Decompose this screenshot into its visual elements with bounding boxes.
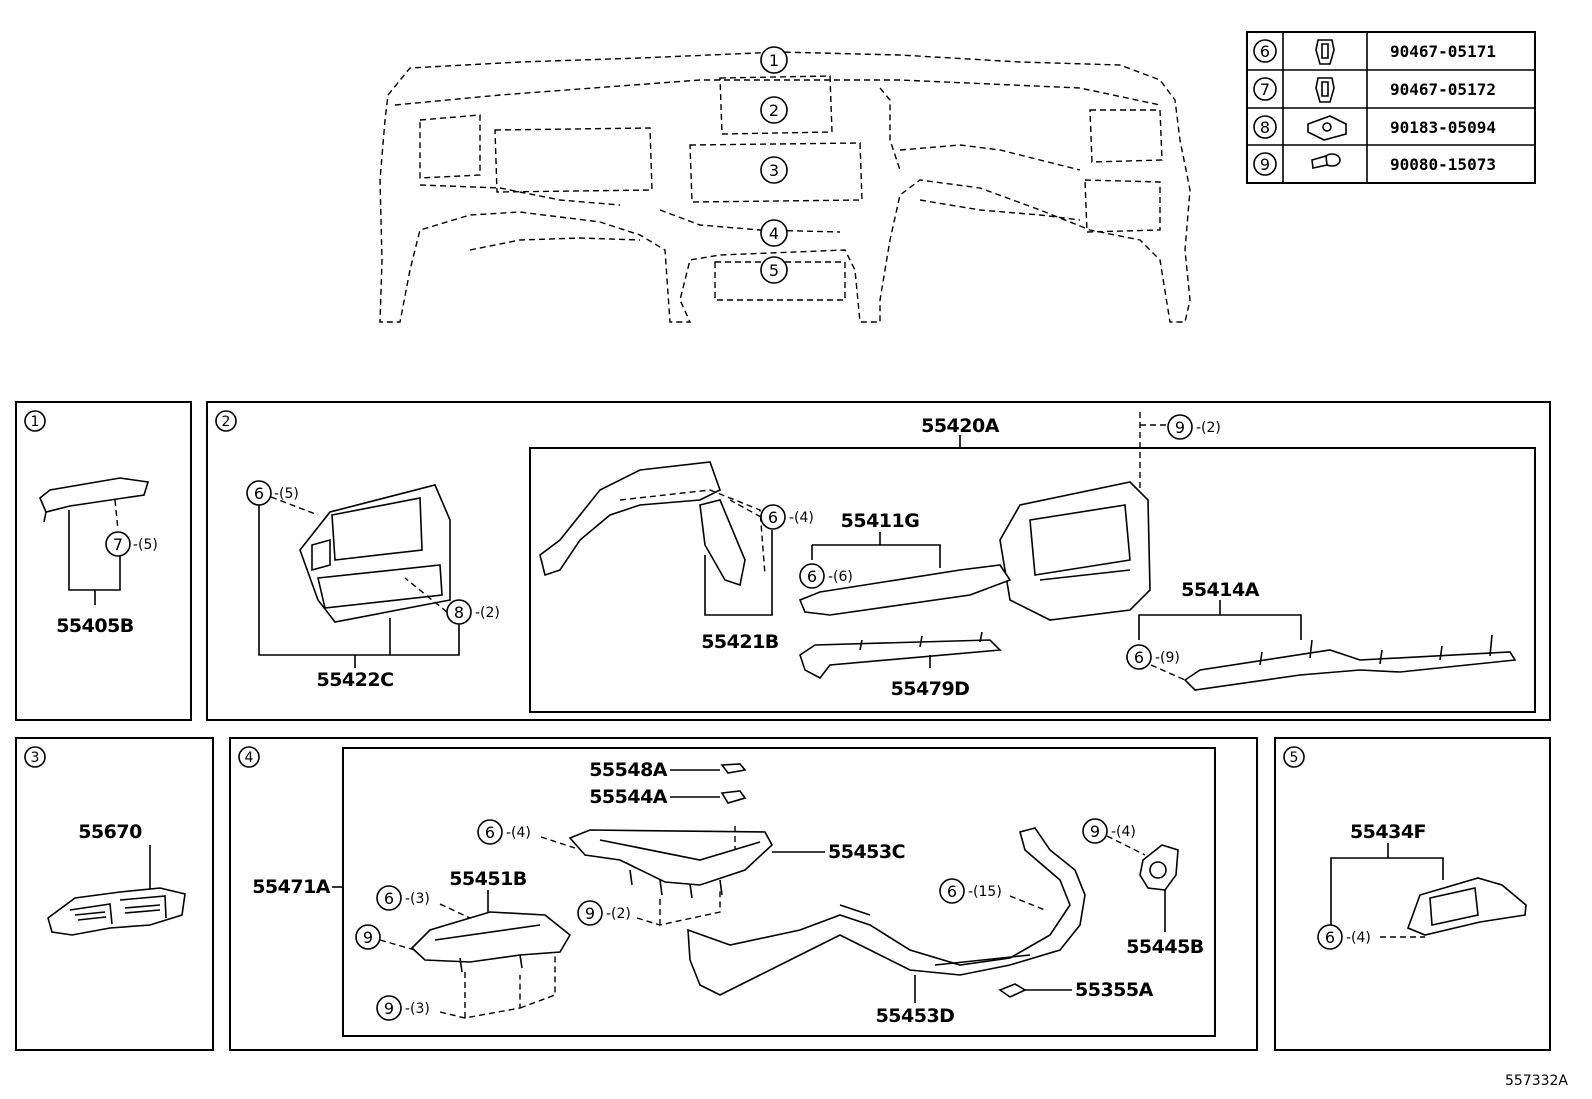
svg-text:6: 6 <box>1260 42 1270 61</box>
overview-callouts: 1 2 3 4 5 <box>760 46 788 284</box>
fastener-row-7: 7 90467-05172 <box>1253 77 1496 103</box>
svg-text:-(5): -(5) <box>274 486 299 502</box>
part-55479D: 55479D <box>891 678 970 700</box>
svg-text:6: 6 <box>384 889 394 908</box>
svg-text:-(5): -(5) <box>133 537 158 553</box>
part-55451B: 55451B <box>449 868 527 890</box>
svg-text:-(15): -(15) <box>968 884 1002 900</box>
svg-text:-(6): -(6) <box>828 569 853 585</box>
svg-text:9: 9 <box>1175 418 1185 437</box>
part-55420A: 55420A <box>921 415 1000 437</box>
svg-text:4: 4 <box>245 750 254 766</box>
panel-2: 2 6 -(5) 8 -(2) 55422C 55420A 9 -(2) 6 -… <box>206 401 1551 721</box>
part-55544A: 55544A <box>589 786 668 808</box>
clip-icon <box>1315 39 1335 65</box>
fastener-row-8: 8 90183-05094 <box>1253 115 1496 141</box>
svg-text:1: 1 <box>31 414 40 430</box>
fastener-table: 6 90467-05171 7 90467-05172 8 90183-0509… <box>1246 31 1536 184</box>
part-55453D: 55453D <box>876 1005 955 1027</box>
svg-text:-(4): -(4) <box>506 825 531 841</box>
svg-text:6: 6 <box>254 484 264 503</box>
dashboard-overview: 1 2 3 4 5 <box>379 46 1191 323</box>
svg-text:8: 8 <box>454 603 464 622</box>
panel-1: 1 7 -(5) 55405B <box>15 401 192 721</box>
svg-text:9: 9 <box>384 999 394 1018</box>
panel-5: 5 55434F 6 -(4) <box>1274 737 1551 1051</box>
screw-icon <box>1311 153 1341 169</box>
svg-text:6: 6 <box>768 508 778 527</box>
diagram-id: 557332A <box>1505 1073 1568 1089</box>
part-55548A: 55548A <box>589 759 668 781</box>
part-number: 90467-05172 <box>1390 80 1496 99</box>
svg-text:8: 8 <box>1260 118 1270 137</box>
part-55471A: 55471A <box>252 876 331 898</box>
svg-text:9: 9 <box>1260 155 1270 174</box>
svg-text:2: 2 <box>222 414 231 430</box>
svg-text:9: 9 <box>363 928 373 947</box>
part-number: 90183-05094 <box>1390 118 1496 137</box>
svg-text:-(2): -(2) <box>1196 420 1221 436</box>
svg-text:-(4): -(4) <box>1346 930 1371 946</box>
part-number: 90467-05171 <box>1390 42 1496 61</box>
svg-text:7: 7 <box>113 535 123 554</box>
overview-callout-2: 2 <box>769 101 779 120</box>
svg-text:6: 6 <box>947 882 957 901</box>
part-55421B: 55421B <box>701 631 779 653</box>
part-55405B: 55405B <box>56 615 134 637</box>
part-55355A: 55355A <box>1075 979 1154 1001</box>
svg-text:-(2): -(2) <box>475 605 500 621</box>
part-55453C: 55453C <box>828 841 905 863</box>
svg-text:5: 5 <box>1290 750 1299 766</box>
fastener-row-6: 6 90467-05171 <box>1253 39 1496 65</box>
svg-text:3: 3 <box>31 750 40 766</box>
part-55434F: 55434F <box>1350 821 1426 843</box>
part-55411G: 55411G <box>841 510 920 532</box>
svg-text:-(3): -(3) <box>405 891 430 907</box>
overview-callout-4: 4 <box>769 224 779 243</box>
part-55445B: 55445B <box>1126 936 1204 958</box>
svg-text:9: 9 <box>1090 822 1100 841</box>
part-55414A: 55414A <box>1181 579 1260 601</box>
part-55670: 55670 <box>78 821 142 843</box>
svg-text:-(9): -(9) <box>1155 650 1180 666</box>
overview-callout-1: 1 <box>769 51 779 70</box>
svg-text:9: 9 <box>585 904 595 923</box>
panel-4: 4 55548A 55544A 55453C 6 -(4) 55471A 554… <box>229 737 1258 1051</box>
overview-callout-5: 5 <box>769 261 779 280</box>
part-number: 90080-15073 <box>1390 155 1496 174</box>
svg-text:-(4): -(4) <box>789 510 814 526</box>
svg-text:-(3): -(3) <box>405 1001 430 1017</box>
clip-icon <box>1315 77 1335 103</box>
svg-text:-(2): -(2) <box>606 906 631 922</box>
panel-3: 3 55670 <box>15 737 214 1051</box>
svg-text:-(4): -(4) <box>1111 824 1136 840</box>
fastener-row-9: 9 90080-15073 <box>1253 152 1496 176</box>
overview-callout-3: 3 <box>769 161 779 180</box>
svg-text:6: 6 <box>1325 928 1335 947</box>
svg-text:6: 6 <box>807 567 817 586</box>
svg-text:7: 7 <box>1260 80 1270 99</box>
part-55422C: 55422C <box>316 669 393 691</box>
svg-text:6: 6 <box>1134 648 1144 667</box>
svg-text:6: 6 <box>485 823 495 842</box>
